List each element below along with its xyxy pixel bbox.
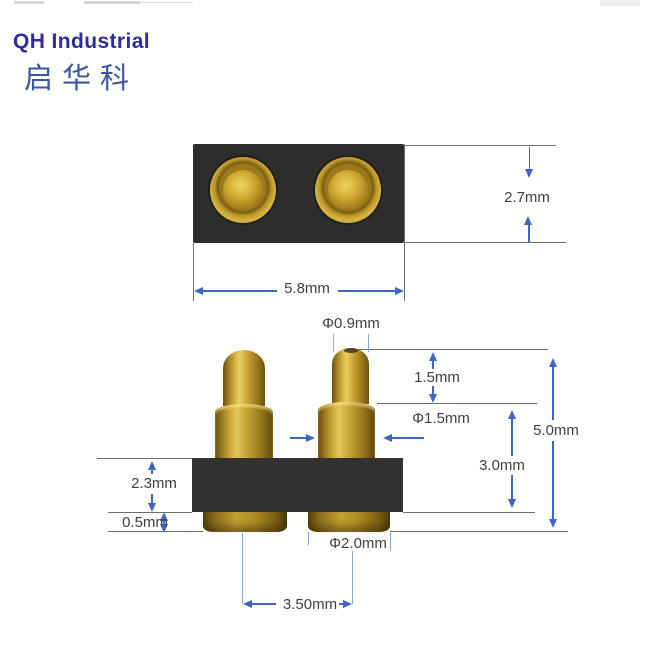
dim-arrow [511,475,513,500]
logo-title: QH Industrial [13,30,151,53]
arrow-left-icon [194,286,203,295]
dim-arrow [163,518,165,526]
extension-line [357,348,548,350]
pogo-pin-top-view-1 [210,157,276,223]
arrow-up-icon [159,512,168,521]
pin1-barrel [215,404,273,460]
extension-line [193,243,195,301]
top-edge-artifact [84,1,140,4]
dim-label-top-width: 5.8mm [284,280,330,297]
arrow-down-icon [159,524,168,533]
top-edge-artifact [600,0,640,6]
extension-line [404,144,556,146]
dim-label-base-height: 2.3mm [131,474,177,492]
dim-arrow [290,437,307,439]
arrow-down-icon [507,499,516,508]
arrow-up-icon [428,352,437,361]
arrow-up-icon [147,461,156,470]
dim-arrow [339,603,345,605]
arrow-left-icon [243,599,252,608]
pin-dome [328,170,368,210]
extension-tick [368,334,370,352]
top-edge-artifact [14,1,44,4]
dim-arrow-height [528,224,530,242]
dim-arrow [511,418,513,456]
pogo-pin-top-view-2 [315,157,381,223]
arrow-up-icon [548,358,557,367]
extension-line [404,242,566,244]
dim-label-total-height: 5.0mm [533,421,579,439]
logo-subtitle: 启华科 [24,63,139,95]
arrow-right-icon [306,433,315,442]
dim-label-tip-height: 1.5mm [414,368,460,386]
arrow-right-icon [343,599,352,608]
extension-line [108,531,203,533]
pin2-solder-tail [308,512,390,532]
pin2-barrel [318,402,375,460]
dim-arrow [552,366,554,420]
arrow-up-icon [524,216,532,225]
dim-arrow [151,494,153,504]
dim-label-barrel-diameter: Φ1.5mm [412,409,470,427]
extension-line [97,457,192,459]
pin2-plunger [332,348,369,404]
arrow-right-icon [395,286,404,295]
arrow-down-icon [147,503,156,512]
dim-label-exposed-height: 3.0mm [479,456,525,474]
pin-dome [223,170,263,210]
dim-arrow [552,441,554,520]
arrow-down-icon [548,519,557,528]
arrow-down-icon [524,169,533,178]
top-edge-artifact [140,2,193,3]
dim-label-tip-diameter: Φ0.9mm [322,314,380,332]
extension-line [377,403,537,405]
extension-tick [333,334,335,352]
arrow-up-icon [507,410,516,419]
pin-centerline [241,533,243,604]
dim-label-tail-height: 0.5mm [122,513,168,531]
dim-arrow [151,469,153,474]
extension-line [403,511,535,513]
dim-label-pitch: 3.50mm [282,595,338,613]
connector-base-side-view [192,458,403,512]
arrow-left-icon [383,433,392,442]
extension-line [390,531,568,533]
dim-label-tail-diameter: Φ2.0mm [329,534,387,552]
dim-arrow [252,603,276,605]
dim-arrow [432,360,434,369]
extension-line [108,511,192,513]
arrow-down-icon [428,394,437,403]
extension-tick [390,532,392,551]
dim-arrow [391,437,424,439]
dim-arrow-width [203,290,277,292]
dim-arrow-height [528,147,531,170]
pin1-plunger [223,350,265,406]
pin1-solder-tail [203,512,287,532]
dim-arrow-width [338,290,395,292]
dim-arrow [432,386,434,395]
pin-centerline [351,551,353,604]
dim-label-top-height: 2.7mm [504,189,550,206]
extension-line [404,144,406,301]
pin2-tip-mark [344,348,358,353]
extension-tick [308,532,310,545]
